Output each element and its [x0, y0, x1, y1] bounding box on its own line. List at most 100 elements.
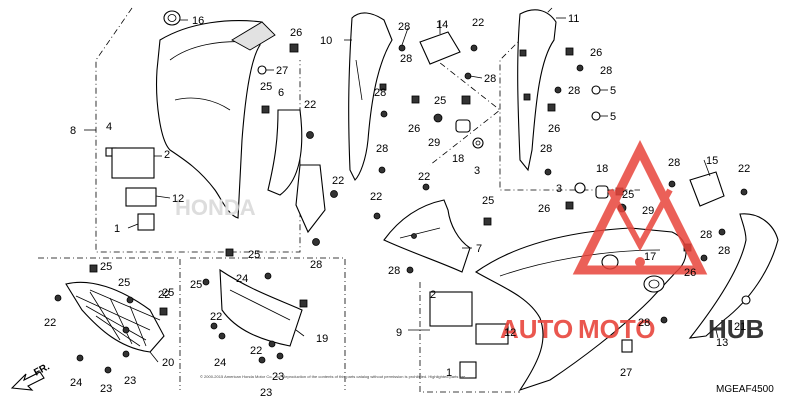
inner-strip-11 — [517, 9, 557, 172]
screw-22-grille-b — [126, 296, 134, 304]
copyright-text: © 2000-2015 American Honda Motor Co., In… — [200, 374, 469, 379]
callout-20: 20 — [162, 357, 174, 369]
screw-22-c — [373, 212, 381, 220]
callout-22: 22 — [332, 175, 344, 187]
clip-26-right-b — [547, 103, 556, 112]
screw-25-lc — [202, 278, 210, 286]
clip-25 — [261, 105, 270, 114]
group-box-lower-center — [190, 257, 346, 390]
callout-24: 24 — [214, 357, 226, 369]
group-box-center — [429, 54, 501, 166]
screw-22-d — [422, 183, 430, 191]
watermark-emblem — [572, 139, 708, 275]
callout-22: 22 — [370, 191, 382, 203]
callout-leaders — [84, 17, 719, 363]
callout-5: 5 — [610, 85, 616, 97]
watermark-hub: HUB — [708, 314, 764, 344]
clip-25-lc-a — [225, 248, 234, 257]
pad-1 — [137, 213, 155, 231]
clip-26-right — [565, 47, 574, 56]
callout-1: 1 — [446, 367, 452, 379]
lower-cover-19 — [219, 268, 303, 347]
bolt-27-lower — [621, 339, 633, 353]
clip-25-grille-a — [89, 264, 98, 273]
clip-26-right-c — [565, 201, 574, 210]
svg-text:HONDA: HONDA — [175, 195, 256, 220]
callout-8: 8 — [70, 125, 76, 137]
callout-26: 26 — [408, 123, 420, 135]
callout-16: 16 — [192, 15, 204, 27]
callout-22: 22 — [738, 163, 750, 175]
callout-1: 1 — [114, 223, 120, 235]
grommet-18-center — [455, 119, 471, 133]
callout-18: 18 — [596, 163, 608, 175]
callout-22: 22 — [210, 311, 222, 323]
watermark-auto: AUTO — [500, 314, 573, 344]
pad-2-lower — [429, 291, 473, 327]
screw-28-f — [554, 86, 562, 94]
clip-26-center — [411, 95, 420, 104]
callout-24: 24 — [70, 377, 82, 389]
pad-12 — [125, 187, 157, 207]
grommet-16 — [163, 10, 181, 26]
callout-28: 28 — [700, 229, 712, 241]
callout-21: 21 — [734, 321, 746, 333]
callout-22: 22 — [250, 345, 262, 357]
callout-25: 25 — [100, 261, 112, 273]
callout-9: 9 — [396, 327, 402, 339]
callout-25: 25 — [260, 81, 272, 93]
screw-28-j — [700, 254, 708, 262]
callout-22: 22 — [472, 17, 484, 29]
callout-13: 13 — [716, 337, 728, 349]
grommet-18-right — [595, 185, 609, 199]
screw-22-b — [330, 190, 338, 198]
callout-28: 28 — [484, 73, 496, 85]
screw-24-lc-a — [264, 272, 272, 280]
grille-20 — [65, 281, 165, 353]
inner-lid-6 — [267, 109, 326, 234]
group-box-lower-right — [419, 282, 520, 393]
screw-22-e — [740, 188, 748, 196]
callout-25: 25 — [248, 249, 260, 261]
callout-28: 28 — [376, 143, 388, 155]
callout-23: 23 — [272, 371, 284, 383]
side-trim-21 — [688, 213, 779, 339]
group-box-right-inner — [499, 7, 640, 191]
bracket-15 — [689, 171, 725, 207]
callout-17: 17 — [644, 251, 656, 263]
callout-28: 28 — [540, 143, 552, 155]
screw-28-a — [312, 238, 320, 246]
callout-23: 23 — [100, 383, 112, 395]
screw-28-h — [406, 266, 414, 274]
screw-22-lc — [210, 322, 218, 330]
callout-18: 18 — [452, 153, 464, 165]
nut-27 — [257, 65, 267, 75]
pad-2 — [111, 147, 155, 179]
inner-strip-10 — [348, 12, 393, 181]
clip-26 — [289, 43, 299, 53]
callout-4: 4 — [106, 121, 112, 133]
screw-28-e — [576, 64, 584, 72]
nut-3-right — [574, 182, 586, 194]
callout-24: 24 — [236, 273, 248, 285]
screw-29-center — [433, 113, 443, 123]
screw-22-grille-a — [54, 294, 62, 302]
callout-6: 6 — [278, 87, 284, 99]
callout-23: 23 — [260, 387, 272, 399]
callout-26: 26 — [290, 27, 302, 39]
screw-23-lc-b — [276, 352, 284, 360]
callout-28: 28 — [310, 259, 322, 271]
clip-25-center — [461, 95, 471, 105]
screw-28-l — [660, 316, 668, 324]
front-direction-arrow — [10, 371, 45, 391]
diagram-code: MGEAF4500 — [716, 384, 774, 395]
pad-12-lower — [475, 323, 509, 345]
callout-28: 28 — [568, 85, 580, 97]
screw-28-k — [718, 228, 726, 236]
callout-19: 19 — [316, 333, 328, 345]
callout-11: 11 — [568, 13, 579, 25]
callout-25: 25 — [622, 189, 634, 201]
callout-29: 29 — [428, 137, 440, 149]
